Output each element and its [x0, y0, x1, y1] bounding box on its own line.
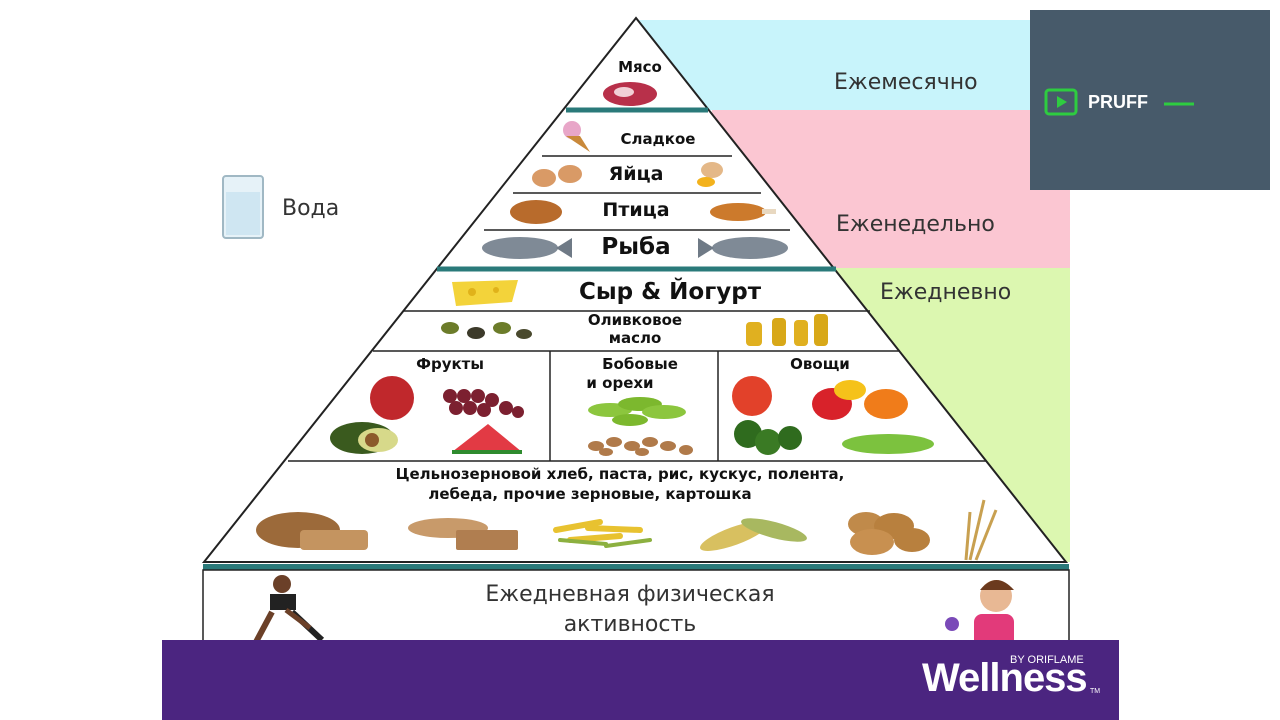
brand-tm: TM: [1090, 688, 1101, 695]
runner-icon: [253, 575, 325, 644]
tier-eggs-label: Яйца: [608, 163, 664, 185]
tier-grains-label-1: Цельнозерновой хлеб, паста, рис, кускус,…: [395, 465, 845, 483]
brand-bar: [162, 640, 1119, 720]
tier-cheese-yogurt-label: Сыр & Йогурт: [578, 279, 762, 305]
activity-band-top: [203, 564, 1069, 570]
tier-poultry-label: Птица: [602, 199, 670, 221]
cheese-icon: [452, 280, 518, 306]
water-label: Вода: [282, 196, 340, 221]
tier-sweets-label: Сладкое: [620, 130, 696, 148]
tier-olive-oil-label-2: масло: [608, 329, 662, 347]
oil-bottles-icon: [746, 314, 828, 346]
activity-box: [202, 569, 1070, 653]
watermark-text: PRUFF: [1088, 92, 1148, 112]
legumes-icon: [588, 397, 693, 456]
tier-legumes-label-1: Бобовые: [602, 355, 678, 373]
activity-label-2: активность: [563, 612, 697, 637]
watermark-overlay: [1030, 10, 1270, 190]
brand-logo: Wellness: [922, 656, 1088, 700]
tier-meat-label: Мясо: [618, 58, 662, 76]
frequency-weekly-label: Еженедельно: [836, 212, 995, 237]
frequency-daily-label: Ежедневно: [880, 280, 1012, 305]
vegetables-icon: [732, 376, 934, 455]
play-icon: [1044, 88, 1078, 116]
tier-olive-oil-label-1: Оливковое: [587, 311, 683, 329]
water-glass-icon: [222, 175, 264, 239]
tier-fish-label: Рыба: [601, 234, 671, 260]
poultry-icon: [510, 200, 776, 224]
grains-icon: [256, 499, 998, 561]
activity-label-1: Ежедневная физическая: [485, 582, 775, 607]
fruits-icon: [330, 376, 524, 454]
brand-subtitle: BY ORIFLAME: [1010, 654, 1084, 666]
ice-cream-icon: [563, 121, 590, 152]
tier-legumes-label-2: и орехи: [586, 374, 654, 392]
eggs-icon: [532, 162, 723, 187]
pyramid-outline: [201, 16, 1069, 563]
fish-icon: [482, 237, 788, 259]
olives-icon: [441, 322, 532, 339]
meat-icon: [603, 82, 657, 106]
monthly-band: [636, 20, 1030, 110]
frequency-monthly-label: Ежемесячно: [834, 70, 978, 95]
tier-fruits-label: Фрукты: [416, 355, 484, 373]
tier-vegetables-label: Овощи: [790, 355, 850, 373]
arrow-icon: [1164, 102, 1194, 106]
tier-grains-label-2: лебеда, прочие зерновые, картошка: [428, 485, 752, 503]
